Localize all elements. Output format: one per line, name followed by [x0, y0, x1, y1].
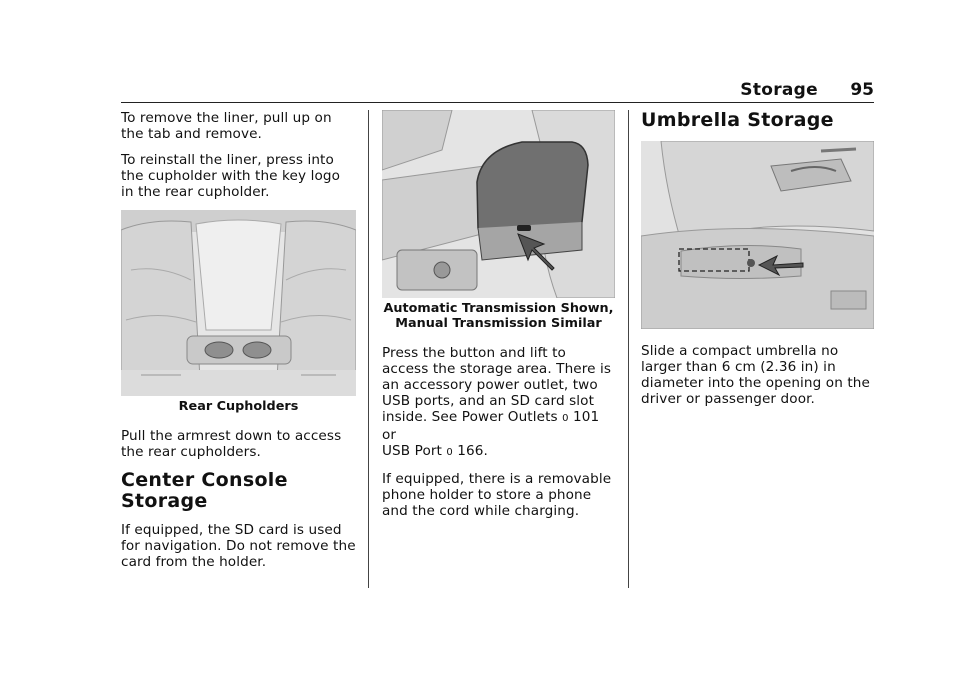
- paragraph: If equipped, there is a removable phone …: [382, 471, 612, 519]
- paragraph: Pull the armrest down to access the rear…: [121, 428, 342, 460]
- paragraph: To reinstall the liner, press into the c…: [121, 152, 341, 200]
- center-console-illustration: [382, 110, 615, 298]
- paragraph: Slide a compact umbrella no larger than …: [641, 343, 870, 407]
- page-reference-link[interactable]: 166.: [457, 443, 488, 459]
- column-2: Automatic Transmission Shown, Manual Tra…: [382, 110, 615, 529]
- rear-cupholders-illustration: [121, 210, 356, 396]
- usb-port-link[interactable]: USB Port: [382, 443, 442, 459]
- section-heading: Center Console Storage: [121, 469, 288, 512]
- paragraph: Press the button and lift to access the …: [382, 345, 612, 459]
- page-number: 95: [850, 80, 874, 100]
- section-title: Storage: [740, 80, 818, 100]
- page-reference-icon: 0: [562, 413, 569, 424]
- column-1: To remove the liner, pull up on the tab …: [121, 110, 356, 580]
- column-3: Umbrella Storage Slide a compact umbrell…: [641, 110, 874, 417]
- page-reference-icon: 0: [446, 447, 453, 458]
- figure-caption: Automatic Transmission Shown, Manual Tra…: [383, 301, 614, 331]
- column-divider: [368, 110, 369, 588]
- page-header: Storage 95: [121, 80, 874, 103]
- page-reference-link[interactable]: 101: [573, 409, 600, 425]
- umbrella-storage-illustration: [641, 141, 874, 329]
- paragraph: If equipped, the SD card is used for nav…: [121, 522, 356, 570]
- figure-caption: Rear Cupholders: [178, 399, 299, 414]
- section-heading: Umbrella Storage: [641, 109, 834, 131]
- column-divider: [628, 110, 629, 588]
- paragraph: To remove the liner, pull up on the tab …: [121, 110, 332, 142]
